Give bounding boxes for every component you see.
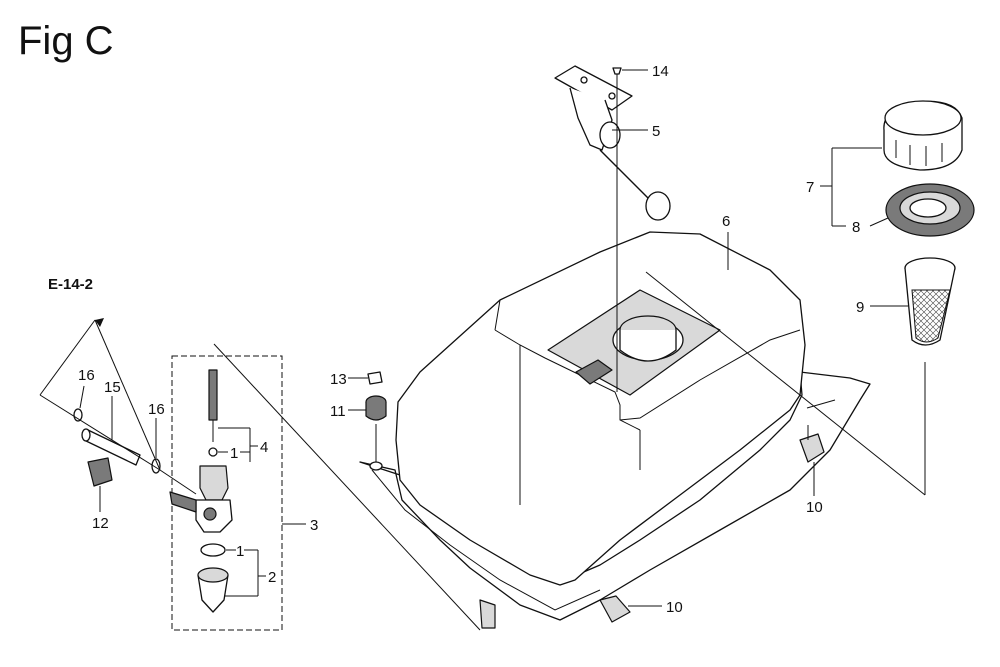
screw-14	[612, 67, 622, 75]
tube-line	[39, 394, 161, 471]
flange-inner-line	[371, 469, 601, 611]
callout-1-lower: 1	[236, 543, 244, 560]
cock-cup-top	[197, 567, 229, 583]
callout-13: 13	[330, 371, 347, 388]
gauge-hole-2	[608, 92, 616, 100]
ref-arrow-head	[95, 318, 104, 327]
tank-body	[395, 231, 806, 586]
strainer-assembly-line	[645, 271, 926, 496]
ref-arrow-line	[39, 319, 96, 396]
rubber-11-body	[365, 402, 387, 421]
callout-12: 12	[92, 515, 109, 532]
collar-13	[367, 371, 383, 385]
gauge-hole-1	[580, 76, 588, 84]
callout-5: 5	[652, 123, 660, 140]
leader-8	[869, 217, 889, 227]
tank-bracket-line	[806, 399, 836, 409]
callout-4: 4	[260, 439, 268, 456]
callout-3: 3	[310, 517, 318, 534]
callout-8: 8	[852, 219, 860, 236]
filler-neck-wall	[619, 330, 677, 362]
figure-title: Fig C	[18, 19, 114, 63]
callout-15: 15	[104, 379, 121, 396]
cock-filter-stem	[208, 369, 218, 421]
callout-7: 7	[806, 179, 814, 196]
damper-10a	[799, 433, 825, 463]
ref-arrow-line-2	[94, 319, 161, 471]
gauge-window	[599, 121, 621, 149]
tube-to-cock-line	[159, 469, 197, 495]
tube-clip-16b	[151, 458, 161, 474]
cock-outlet	[203, 507, 217, 521]
callout-14: 14	[652, 63, 669, 80]
nut-12-body	[87, 457, 113, 487]
gauge-float	[645, 191, 671, 221]
fuel-cap	[883, 100, 963, 171]
callout-2: 2	[268, 569, 276, 586]
gasket-hole	[909, 198, 947, 218]
callout-1-upper: 1	[230, 445, 238, 462]
reference-label: E-14-2	[48, 276, 93, 293]
cock-assembly-line	[213, 343, 481, 631]
cock-lever	[169, 491, 197, 513]
strainer-mesh	[911, 289, 951, 343]
fuel-gauge-assembly	[554, 65, 671, 392]
callout-11: 11	[330, 403, 346, 420]
callout-6: 6	[722, 213, 730, 230]
mount-rubber-11	[365, 395, 387, 421]
tank-label	[575, 359, 613, 385]
fuel-tube-assembly	[39, 318, 197, 495]
damper-10b	[599, 595, 631, 623]
cock-oring	[200, 543, 226, 557]
tank-top-edge	[494, 329, 641, 431]
mount-hole	[369, 461, 383, 471]
cap-grip	[895, 140, 943, 166]
fuel-tube-end	[81, 428, 91, 442]
cock-oring-small	[208, 447, 218, 457]
cock-nut	[199, 465, 229, 501]
float-arm	[599, 149, 651, 201]
callout-9: 9	[856, 299, 864, 316]
leader-lines	[79, 69, 908, 607]
fuel-cock-group-box	[171, 355, 283, 631]
leader-16a	[79, 385, 85, 409]
callout-10-upper: 10	[806, 499, 823, 516]
nut-12	[87, 457, 113, 487]
cap-top	[884, 100, 962, 136]
callout-16-left: 16	[78, 367, 95, 384]
tank-drain-boss	[479, 599, 496, 629]
fuel-cap-gasket	[885, 183, 975, 237]
tank-ridge	[494, 299, 501, 331]
tank-side-edge	[619, 329, 801, 421]
callout-10-lower: 10	[666, 599, 683, 616]
callout-labels: E-14-2 14 5 6 7 8 9 10 10 11 13 12 15 16…	[48, 63, 864, 616]
fuel-tank	[359, 231, 871, 629]
callout-16-right: 16	[148, 401, 165, 418]
collar-13-body	[367, 371, 383, 385]
fuel-strainer	[904, 257, 956, 346]
tank-damper-bottom	[599, 595, 631, 623]
fuel-cock-assembly	[169, 369, 233, 613]
tank-damper-top	[799, 425, 825, 463]
